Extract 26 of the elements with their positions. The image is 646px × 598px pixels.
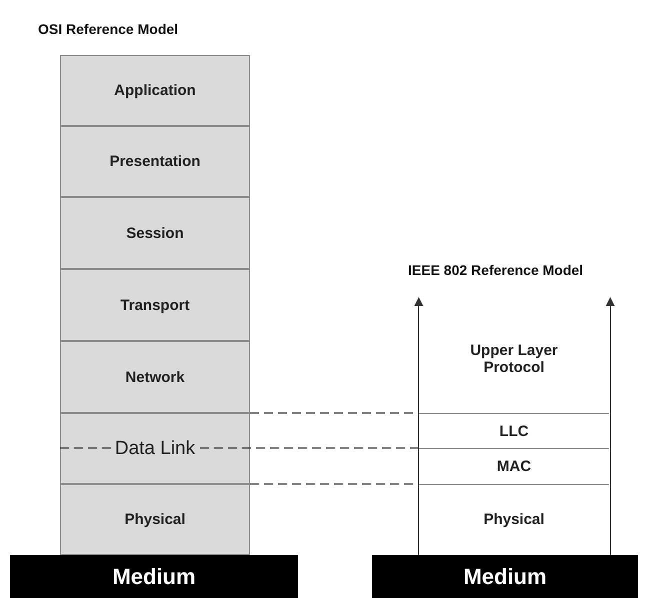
medium-label: Medium xyxy=(463,564,547,590)
layer-label: Physical xyxy=(484,511,544,528)
medium-bar xyxy=(372,555,638,598)
layer-label: Transport xyxy=(120,296,190,314)
model-heading: IEEE 802 Reference Model xyxy=(408,262,584,278)
layer-box xyxy=(60,413,250,484)
medium-bar xyxy=(10,555,298,598)
medium-label: Medium xyxy=(112,564,196,590)
layer-box xyxy=(60,269,250,341)
layer-label: LLC xyxy=(499,422,529,440)
dashed-line xyxy=(250,483,419,485)
layer-label: Presentation xyxy=(110,153,200,170)
layer-box xyxy=(60,484,250,555)
layer-box xyxy=(60,341,250,413)
model-heading: OSI Reference Model xyxy=(38,21,178,37)
layer-label: Upper Layer Protocol xyxy=(469,342,559,376)
layer-box xyxy=(60,55,250,126)
layer-label: Physical xyxy=(124,511,186,528)
layer-box xyxy=(60,126,250,197)
layer-label: Application xyxy=(114,82,196,99)
layer-box xyxy=(60,197,250,269)
dashed-line xyxy=(60,447,419,449)
layer-label: Network xyxy=(125,368,185,386)
layer-label: MAC xyxy=(496,458,532,475)
dashed-line xyxy=(250,412,419,414)
layer-label: Session xyxy=(126,224,184,242)
